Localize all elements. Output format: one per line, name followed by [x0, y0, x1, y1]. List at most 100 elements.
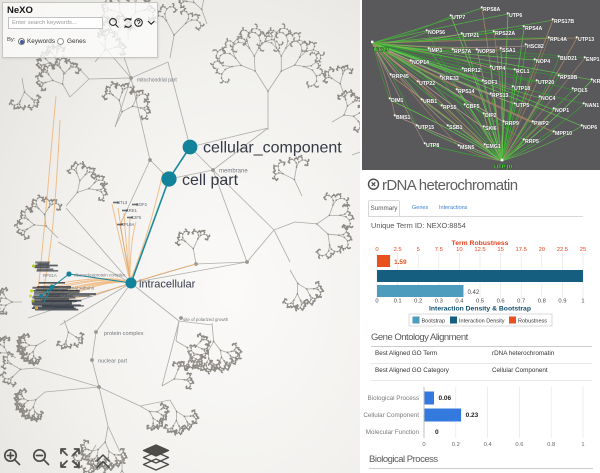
- svg-text:UTP4: UTP4: [492, 66, 505, 72]
- svg-text:20: 20: [539, 247, 545, 253]
- svg-text:0.8: 0.8: [538, 299, 546, 305]
- svg-text:0: 0: [435, 429, 439, 436]
- svg-text:NOP6: NOP6: [583, 125, 597, 131]
- svg-text:RRP5: RRP5: [525, 139, 539, 145]
- svg-text:UTP10: UTP10: [494, 165, 512, 171]
- svg-text:22.5: 22.5: [557, 247, 568, 253]
- svg-text:0.06: 0.06: [439, 395, 452, 402]
- svg-text:IMP3: IMP3: [430, 48, 442, 54]
- svg-text:DIM1: DIM1: [391, 98, 404, 104]
- svg-text:cell part: cell part: [182, 172, 239, 189]
- svg-text:RPS8A: RPS8A: [483, 7, 501, 13]
- svg-text:RPS5: RPS5: [443, 105, 457, 111]
- svg-text:SOF1: SOF1: [484, 80, 498, 86]
- svg-text:0.3: 0.3: [435, 299, 443, 305]
- svg-text:KRE33: KRE33: [442, 76, 459, 82]
- svg-text:0.9: 0.9: [558, 299, 566, 305]
- svg-text:protein complex: protein complex: [104, 331, 144, 337]
- svg-text:UTP9: UTP9: [374, 48, 390, 54]
- svg-text:1.59: 1.59: [394, 259, 407, 266]
- svg-text:UTP7: UTP7: [452, 15, 465, 21]
- svg-text:0.1: 0.1: [394, 299, 402, 305]
- svg-text:25: 25: [580, 247, 586, 253]
- svg-text:17.5: 17.5: [516, 247, 527, 253]
- svg-text:NOP4: NOP4: [536, 59, 550, 65]
- svg-text:1: 1: [581, 299, 584, 305]
- svg-text:0.6: 0.6: [497, 299, 505, 305]
- svg-text:MPP10: MPP10: [555, 131, 572, 137]
- svg-text:SOF2: SOF2: [136, 202, 148, 207]
- svg-text:NOP56: NOP56: [428, 30, 445, 36]
- svg-text:ribosomal subunit: ribosomal subunit: [58, 286, 95, 291]
- svg-text:Interaction Density & Bootstra: Interaction Density & Bootstrap: [429, 306, 531, 313]
- svg-text:RPS17B: RPS17B: [554, 19, 574, 25]
- svg-text:UTP18: UTP18: [514, 86, 530, 92]
- svg-text:0: 0: [375, 299, 378, 305]
- svg-text:RPS22A: RPS22A: [495, 31, 515, 37]
- svg-text:RPS14: RPS14: [458, 89, 475, 95]
- svg-text:Biological Process: Biological Process: [368, 395, 419, 402]
- svg-text:MSN5: MSN5: [460, 145, 475, 151]
- svg-text:RPS13: RPS13: [492, 93, 509, 99]
- svg-text:UTP13: UTP13: [578, 37, 594, 43]
- svg-text:nuclear part: nuclear part: [98, 359, 128, 365]
- svg-text:RPS1A: RPS1A: [43, 273, 57, 278]
- svg-text:membrane: membrane: [219, 169, 248, 175]
- svg-text:0.5: 0.5: [476, 299, 484, 305]
- svg-text:RPL4A: RPL4A: [550, 37, 567, 43]
- svg-text:site of polarized growth: site of polarized growth: [183, 317, 229, 322]
- svg-text:UTP20: UTP20: [538, 80, 554, 86]
- svg-text:UTP6: UTP6: [509, 13, 522, 19]
- svg-text:HSC82: HSC82: [527, 44, 544, 50]
- svg-text:EMG1: EMG1: [486, 144, 501, 150]
- svg-text:5: 5: [417, 247, 420, 253]
- svg-text:SSA1: SSA1: [502, 48, 516, 54]
- svg-text:0.8: 0.8: [547, 442, 555, 448]
- svg-text:SKI6: SKI6: [485, 126, 497, 132]
- svg-text:10: 10: [456, 247, 462, 253]
- svg-text:12.5: 12.5: [474, 247, 485, 253]
- svg-text:NOP1: NOP1: [555, 108, 569, 114]
- svg-text:PWP2: PWP2: [534, 121, 549, 127]
- svg-text:0.23: 0.23: [466, 412, 479, 419]
- svg-text:NAN1: NAN1: [585, 103, 599, 109]
- svg-text:RPS9B: RPS9B: [560, 75, 578, 81]
- svg-text:CBF5: CBF5: [466, 104, 480, 110]
- svg-text:RRP45: RRP45: [392, 74, 409, 80]
- svg-text:RPL9A: RPL9A: [121, 222, 134, 227]
- svg-text:Molecular Function: Molecular Function: [366, 429, 420, 436]
- svg-text:mitochondrial part: mitochondrial part: [137, 78, 177, 84]
- svg-text:15: 15: [497, 247, 503, 253]
- svg-text:0: 0: [422, 442, 425, 448]
- svg-text:RRP12: RRP12: [464, 68, 481, 74]
- svg-text:0.6: 0.6: [515, 442, 523, 448]
- svg-text:SSB1: SSB1: [449, 125, 463, 131]
- svg-text:UTP8: UTP8: [426, 143, 439, 149]
- svg-text:ENP1: ENP1: [586, 57, 600, 63]
- svg-text:0.4: 0.4: [455, 299, 464, 305]
- svg-text:DIP2: DIP2: [485, 113, 497, 119]
- svg-text:URB1: URB1: [423, 99, 437, 105]
- svg-text:0.42: 0.42: [468, 290, 480, 296]
- svg-text:UTP21: UTP21: [463, 33, 479, 39]
- svg-text:BUD21: BUD21: [560, 56, 577, 62]
- svg-text:RRP9: RRP9: [505, 121, 519, 127]
- svg-text:Cellular Component: Cellular Component: [363, 412, 419, 419]
- svg-text:cellular_component: cellular_component: [203, 140, 342, 157]
- svg-text:0.4: 0.4: [484, 442, 493, 448]
- svg-text:RPS7A: RPS7A: [454, 49, 472, 55]
- svg-text:NOP14: NOP14: [412, 60, 429, 66]
- svg-text:Interaction Density: Interaction Density: [459, 319, 505, 325]
- svg-text:ribonucleoprotein complex: ribonucleoprotein complex: [74, 273, 126, 278]
- svg-text:RCL1: RCL1: [516, 69, 530, 75]
- svg-text:0: 0: [375, 247, 378, 253]
- svg-text:Term Robustness: Term Robustness: [452, 240, 509, 247]
- svg-text:intracellular: intracellular: [139, 279, 196, 291]
- svg-text:NOC4: NOC4: [541, 96, 556, 102]
- svg-text:0.2: 0.2: [414, 299, 422, 305]
- svg-text:Robustness: Robustness: [518, 319, 547, 325]
- svg-text:0.7: 0.7: [517, 299, 525, 305]
- svg-text:UTP22: UTP22: [419, 81, 435, 87]
- svg-text:BMS1: BMS1: [396, 115, 411, 121]
- svg-text:UTL3: UTL3: [117, 200, 128, 205]
